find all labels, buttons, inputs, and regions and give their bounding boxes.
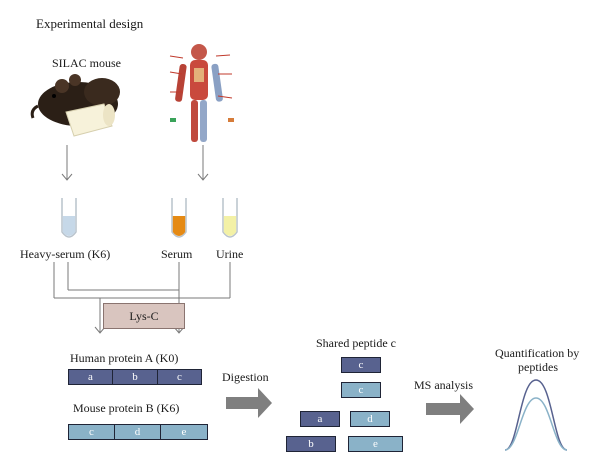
segment-d: d — [115, 425, 161, 439]
segment-e: e — [181, 426, 187, 438]
ms-analysis-label: MS analysis — [414, 378, 474, 392]
quantification-label-line1: Quantification by — [495, 346, 580, 360]
shared-peptide-label: Shared peptide c — [316, 336, 396, 350]
peptide-b: b — [286, 436, 336, 452]
quantification-label-line2: peptides — [518, 360, 558, 374]
human-protein-label: Human protein A (K0) — [70, 351, 179, 365]
segment-b: b — [113, 370, 158, 384]
lysc-box: Lys-C — [103, 303, 185, 329]
serum-label: Serum — [161, 247, 193, 261]
peptide-a: a — [300, 411, 340, 427]
mouse-protein-label: Mouse protein B (K6) — [73, 401, 180, 415]
mouse-protein-bar: c d e — [68, 424, 208, 440]
silac-mouse-label: SILAC mouse — [52, 56, 121, 70]
peptide-d: d — [350, 411, 390, 427]
urine-label: Urine — [216, 247, 244, 261]
digestion-label: Digestion — [222, 370, 269, 384]
peptide-e: e — [348, 436, 403, 452]
diagram-title: Experimental design — [36, 16, 144, 31]
segment-a: a — [69, 370, 113, 384]
segment-c: c — [69, 425, 115, 439]
human-protein-bar: a b c — [68, 369, 202, 385]
peptide-c-human: c — [341, 357, 381, 373]
segment-c: c — [177, 371, 182, 383]
lysc-label: Lys-C — [129, 308, 159, 323]
heavy-serum-label: Heavy-serum (K6) — [20, 247, 111, 261]
peptide-c-mouse: c — [341, 382, 381, 398]
